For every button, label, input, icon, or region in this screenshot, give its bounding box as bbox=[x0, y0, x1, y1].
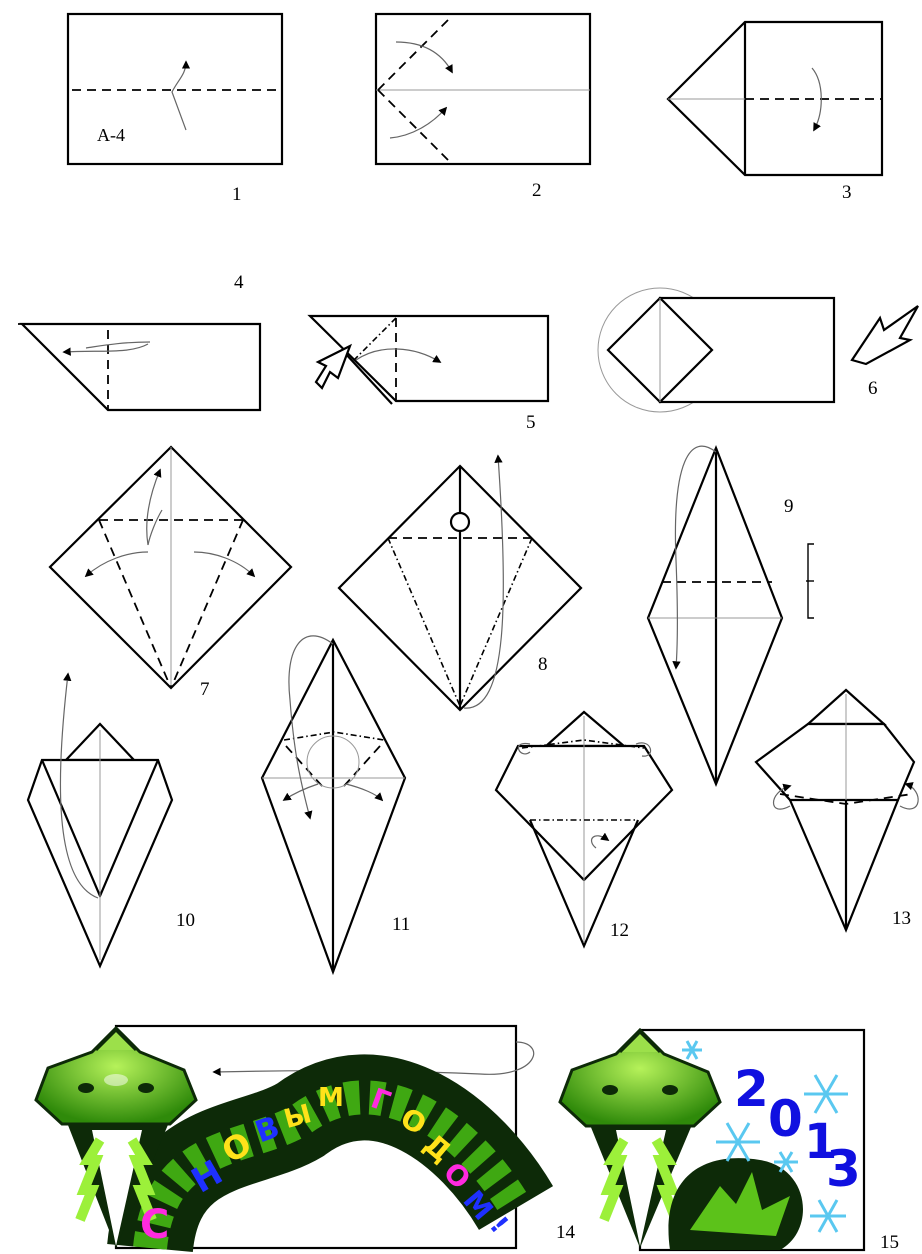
step-number: 6 bbox=[868, 378, 878, 399]
step-number: 5 bbox=[526, 412, 536, 433]
step-number: 12 bbox=[610, 920, 629, 941]
step-2: 2 bbox=[376, 14, 590, 201]
greeting-letter: М bbox=[318, 1083, 344, 1113]
step-14-greeting-card: С Н О В Ы М Г О Д О М ! 14 bbox=[36, 1026, 576, 1248]
year-digit: 3 bbox=[826, 1140, 861, 1198]
step-number: 1 bbox=[232, 184, 242, 205]
step-number: 11 bbox=[392, 914, 410, 935]
step-number: 15 bbox=[880, 1232, 899, 1253]
year-digit: 0 bbox=[768, 1090, 803, 1148]
sheet-label: A-4 bbox=[97, 125, 125, 145]
step-number: 8 bbox=[538, 654, 548, 675]
greeting-letter: С bbox=[140, 1202, 169, 1248]
step-3: 3 bbox=[668, 22, 882, 203]
step-12: 12 bbox=[496, 712, 672, 946]
step-number: 3 bbox=[842, 182, 852, 203]
push-arrow-icon bbox=[316, 346, 350, 388]
step-5: 5 bbox=[310, 316, 548, 433]
step-number: 7 bbox=[200, 679, 210, 700]
step-4: 4 bbox=[18, 272, 260, 410]
step-number: 4 bbox=[234, 272, 244, 293]
step-13: 13 bbox=[756, 690, 918, 930]
step-8: 8 bbox=[339, 456, 581, 710]
step-9: 9 bbox=[648, 446, 814, 784]
step-11: 11 bbox=[262, 636, 410, 972]
step-number: 13 bbox=[892, 908, 911, 929]
turn-over-arrow-icon bbox=[852, 306, 918, 364]
step-number: 9 bbox=[784, 496, 794, 517]
step-1: A-4 1 bbox=[68, 14, 282, 205]
year-digit: 2 bbox=[734, 1060, 769, 1118]
step-number: 10 bbox=[176, 910, 195, 931]
step-number: 2 bbox=[532, 180, 542, 201]
step-6: 6 bbox=[598, 288, 918, 412]
step-number: 14 bbox=[556, 1222, 576, 1243]
step-7: 7 bbox=[50, 447, 291, 700]
step-10: 10 bbox=[28, 674, 195, 966]
step-15-new-year-card: 2 0 1 3 15 bbox=[560, 1030, 899, 1253]
